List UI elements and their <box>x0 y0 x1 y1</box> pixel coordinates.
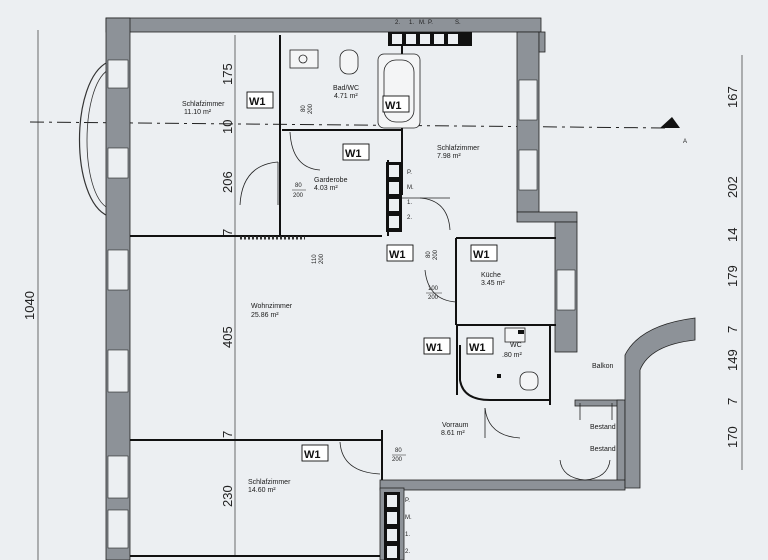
dim-405: 405 <box>220 326 235 348</box>
door-bad-bot: 200 <box>308 103 314 114</box>
vent-mid-2: 2. <box>407 215 412 221</box>
w1-boxes <box>246 91 498 462</box>
vent-label-s: S. <box>455 20 461 26</box>
room-area-schlaf3: 14.60 m² <box>248 487 276 494</box>
room-area-wohn: 25.86 m² <box>251 312 279 319</box>
left-windows <box>107 59 576 549</box>
room-name-wc: WC <box>510 342 522 349</box>
bay-window-inner <box>86 69 109 209</box>
room-area-kueche: 3.45 m² <box>481 280 505 287</box>
vent-label-1: 1. <box>409 20 414 26</box>
dim-7b: 7 <box>220 431 235 438</box>
w1-tag-garderobe: W1 <box>345 148 362 160</box>
vent-mid-1: 1. <box>407 200 412 206</box>
dim-10: 10 <box>220 120 235 134</box>
dim-206: 206 <box>220 171 235 193</box>
vent-label-2: 2. <box>395 20 400 26</box>
section-arrow <box>660 117 680 128</box>
door-bad-top: 80 <box>301 105 307 112</box>
vent-label-p: P. <box>428 20 433 26</box>
w1-tag-vorraum: W1 <box>426 342 443 354</box>
room-area-vorraum: 8.61 m² <box>441 430 465 437</box>
section-mark: A <box>683 139 687 145</box>
room-area-schlaf1: 11.10 m² <box>184 109 212 116</box>
w1-tag-wc: W1 <box>469 342 486 354</box>
section-line <box>29 121 671 129</box>
room-name-bestand2: Bestand <box>590 446 616 453</box>
room-name-schlaf2: Schlafzimmer <box>437 145 480 152</box>
dim-7a: 7 <box>220 229 235 236</box>
w1-tag-schlaf1: W1 <box>249 96 266 108</box>
door-gang-bot: 200 <box>433 249 439 260</box>
vent-low-2: 2. <box>405 549 410 555</box>
small-markers <box>497 330 524 378</box>
dim-230: 230 <box>220 485 235 507</box>
vent-shafts-top <box>388 32 472 46</box>
vent-mid-m: M. <box>407 185 414 191</box>
vent-stack-mid <box>386 162 402 232</box>
room-name-balkon: Balkon <box>592 363 614 370</box>
door-kue-top: 100 <box>428 286 439 292</box>
room-area-schlaf2: 7.98 m² <box>437 153 461 160</box>
dim-170: 170 <box>725 426 740 448</box>
w1-tag-bad: W1 <box>385 100 402 112</box>
dim-7r-b: 7 <box>725 398 740 405</box>
room-name-schlaf1: Schlafzimmer <box>182 101 225 108</box>
room-name-kueche: Küche <box>481 272 501 279</box>
w1-tag-kueche: W1 <box>473 249 490 261</box>
vent-mid-p: P. <box>407 170 412 176</box>
dim-149: 149 <box>725 349 740 371</box>
w1-tag-schlaf3: W1 <box>304 449 321 461</box>
vent-label-m: M. <box>419 20 426 26</box>
door-kue-bot: 200 <box>428 295 439 301</box>
dim-7r-a: 7 <box>725 326 740 333</box>
door-gard-top: 80 <box>295 183 302 189</box>
door-schl3-top: 80 <box>395 448 402 454</box>
bay-window-outer <box>79 61 109 217</box>
vent-low-p: P. <box>405 498 410 504</box>
vent-low-1: 1. <box>405 532 410 538</box>
door-gang-top: 80 <box>426 251 432 258</box>
dim-14: 14 <box>725 228 740 242</box>
room-area-garderobe: 4.03 m² <box>314 185 338 192</box>
vent-low-m: M. <box>405 515 412 521</box>
dim-167: 167 <box>725 86 740 108</box>
room-name-bad: Bad/WC <box>333 85 359 92</box>
vent-stack-low <box>384 492 400 560</box>
room-name-garderobe: Garderobe <box>314 177 348 184</box>
dim-202: 202 <box>725 176 740 198</box>
door-schl3-bot: 200 <box>392 457 403 463</box>
dim-total: 1040 <box>22 291 37 320</box>
room-name-bestand1: Bestand <box>590 424 616 431</box>
interior-walls <box>130 35 556 557</box>
wc-curved-wall <box>459 345 550 401</box>
w1-tag-gang: W1 <box>389 249 406 261</box>
dim-179: 179 <box>725 265 740 287</box>
door-wohn-top: 110 <box>312 254 318 264</box>
room-name-wohn: Wohnzimmer <box>251 303 293 310</box>
room-name-schlaf3: Schlafzimmer <box>248 479 291 486</box>
dim-175: 175 <box>220 63 235 85</box>
door-wohn-bot: 200 <box>319 253 325 264</box>
room-area-wc: .80 m² <box>502 352 523 359</box>
room-name-vorraum: Vorraum <box>442 422 469 429</box>
room-area-bad: 4.71 m² <box>334 93 358 100</box>
door-gard-bot: 200 <box>293 193 304 199</box>
